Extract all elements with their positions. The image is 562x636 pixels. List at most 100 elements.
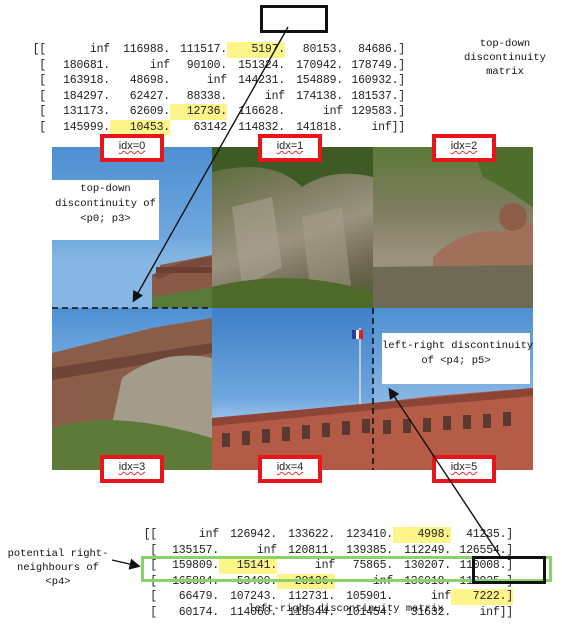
top-matrix-cell: [ [39, 74, 46, 87]
top-matrix-cell: [ [39, 89, 46, 103]
top-matrix-cell: 116628. [238, 105, 285, 118]
top-matrix-cell: 12736. [170, 104, 227, 120]
side-label-arrow [111, 558, 141, 570]
patch-4-drawing [212, 328, 373, 470]
top-matrix-cell: 48698. [129, 74, 170, 87]
top-matrix-cell: inf [149, 58, 170, 72]
top-down-callout: top-down discontinuity of <p0; p3> [52, 180, 159, 240]
top-matrix-cell: 88338. [186, 89, 227, 103]
top-matrix-cell: 129583.] [351, 105, 405, 118]
bottom-matrix-cell: 135157. [172, 543, 219, 557]
bottom-matrix-cell: 120811. [288, 543, 335, 557]
bottom-matrix-cell: 133622. [288, 528, 335, 541]
top-matrix-cell: inf [89, 43, 110, 56]
top-matrix-cell: 114832. [238, 120, 285, 134]
bottom-matrix-cell: 75865. [352, 559, 393, 572]
bottom-matrix-cell: 105901. [346, 590, 393, 603]
top-matrix-cell: 80153. [302, 43, 343, 56]
top-matrix-cell: 84686.] [358, 43, 405, 56]
bottom-matrix-cell: 126942. [230, 528, 277, 541]
top-matrix-cell: [ [39, 120, 46, 134]
top-matrix-cell: 141818. [296, 120, 343, 134]
top-matrix-cell: inf [206, 74, 227, 87]
bottom-matrix-cell: [[ [143, 528, 158, 541]
top-matrix-cell: 62427. [129, 89, 170, 103]
top-matrix-cell: 180681. [63, 58, 110, 72]
bottom-matrix-cell: 118344. [288, 605, 335, 619]
top-matrix-cell: 5197. [227, 42, 285, 58]
bottom-matrix-cell: 66479. [178, 590, 219, 603]
p4-row-highlight [141, 556, 552, 582]
top-matrix-cell: [[ [32, 43, 47, 56]
bottom-matrix-cell: 60174. [178, 605, 219, 619]
top-matrix-cell: 144231. [238, 74, 285, 87]
top-matrix-row: [131173. 62609.12736. 116628. inf 129583.] [30, 104, 405, 120]
top-matrix-cell: 10453. [110, 119, 170, 135]
top-matrix-cell: 163918. [63, 74, 110, 87]
top-matrix-cell: 170942. [296, 58, 343, 72]
patch-1-drawing [212, 147, 373, 308]
bottom-matrix-cell: 114060. [230, 605, 277, 619]
potential-neighbours-label: potential right- neighbours of <p4> [7, 548, 109, 588]
top-matrix-cell: 178749.] [351, 58, 405, 72]
top-matrix-cell: [ [39, 105, 46, 118]
bottom-matrix-cell: 101454. [346, 605, 393, 619]
top-matrix-cell: inf [264, 89, 285, 103]
patch-label-5: idx=5 [432, 455, 496, 483]
patch-2-image [373, 147, 533, 308]
bottom-matrix-cell: [ [150, 559, 157, 572]
patch-2-drawing [373, 147, 533, 308]
top-matrix-cell: 184297. [63, 89, 110, 103]
bottom-matrix-cell: 15141. [219, 558, 277, 574]
patch-4-image [212, 308, 373, 470]
bottom-matrix-row: [60174. 114060. 118344. 101454. 31632. inf]] [141, 605, 513, 621]
top-down-matrix-caption: top-down discontinuity matrix [464, 38, 546, 78]
bottom-matrix-cell: 4998. [393, 527, 451, 543]
top-matrix-cell: 63142 [193, 120, 227, 134]
bottom-matrix-cell: [ [150, 605, 157, 619]
bottom-matrix-cell: 112731. [288, 590, 335, 603]
top-matrix-row: [163918. 48698. inf 144231. 154889. 160932.] [30, 73, 405, 89]
bottom-matrix-cell: inf [198, 528, 219, 541]
top-matrix-cell: 62609. [129, 105, 170, 118]
left-right-matrix-caption: left-right discontinuity matrix [248, 603, 444, 615]
bottom-matrix-cell: inf [314, 559, 335, 572]
top-matrix-cell: 131173. [63, 105, 110, 118]
top-matrix-cell: 154889. [296, 74, 343, 87]
top-matrix-cell: 111517. [180, 43, 227, 56]
top-matrix-row: [180681. inf 90100. 151324. 170942. 178749.] [30, 58, 405, 74]
patch-label-2: idx=2 [432, 134, 496, 162]
bottom-matrix-selected-cell [472, 556, 546, 584]
bottom-matrix-cell: 139385. [346, 543, 393, 557]
patch-label-4: idx=4 [258, 455, 322, 483]
bottom-matrix-cell: 130207. [404, 559, 451, 572]
bottom-matrix-cell: 107243. [230, 590, 277, 603]
top-matrix-cell: 151324. [238, 58, 285, 72]
top-matrix-cell: [ [39, 58, 46, 72]
patch-3-image [52, 308, 212, 470]
top-matrix-cell: 145999. [63, 120, 110, 134]
patch-3-drawing [52, 318, 212, 470]
bottom-matrix-cell: 7222.] [451, 589, 513, 605]
top-matrix-cell: 90100. [186, 58, 227, 72]
patch-label-0: idx=0 [100, 134, 164, 162]
bottom-matrix-cell: inf [430, 590, 451, 603]
top-matrix-selected-cell [260, 5, 328, 33]
bottom-matrix-cell: [ [150, 590, 157, 603]
bottom-matrix-cell: 31632. [410, 605, 451, 619]
top-matrix-cell: 160932.] [351, 74, 405, 87]
bottom-matrix-cell: [ [150, 543, 157, 557]
patch-1-image [212, 147, 373, 308]
top-matrix-cell: 116988. [123, 43, 170, 56]
top-matrix-cell: 181537.] [351, 89, 405, 103]
top-matrix-cell: inf]] [371, 120, 405, 134]
bottom-matrix-cell: inf]] [479, 605, 513, 619]
top-matrix-row: [145999.10453. 63142 114832. 141818. inf]] [30, 119, 405, 135]
top-matrix-row: [[ inf 116988. 111517.5197. 80153. 84686.] [30, 42, 405, 58]
top-matrix-cell: inf [322, 105, 343, 118]
